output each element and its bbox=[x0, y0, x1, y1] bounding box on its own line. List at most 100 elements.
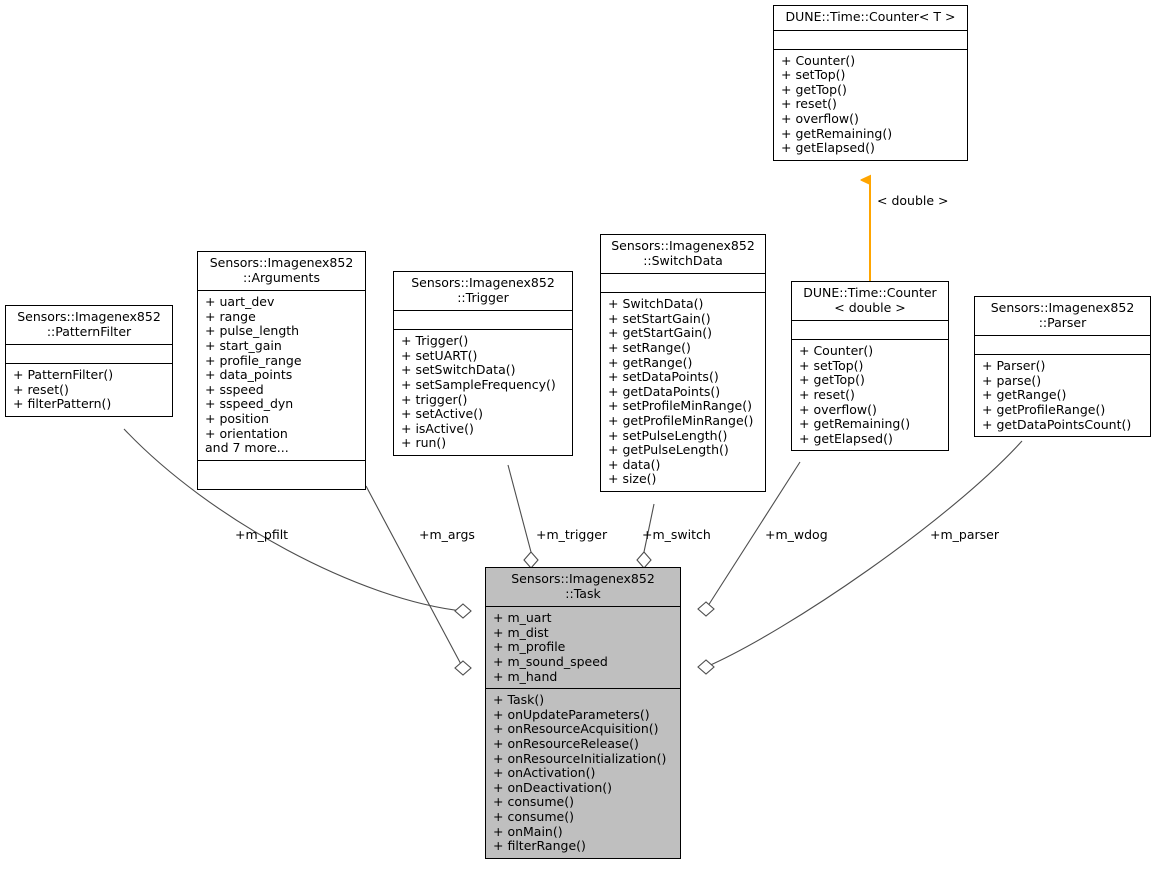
member-row: + getTop() bbox=[799, 372, 865, 388]
member-row: + consume() bbox=[493, 794, 574, 810]
edge-label-m-trigger: +m_trigger bbox=[536, 527, 608, 542]
attributes-compartment bbox=[601, 274, 765, 294]
member-row: + getRemaining() bbox=[781, 125, 893, 141]
member-row: + onMain() bbox=[493, 823, 563, 839]
edge-label-template-binding: < double > bbox=[877, 193, 949, 208]
member-row: + reset() bbox=[13, 381, 69, 397]
member-row: + reset() bbox=[781, 96, 837, 112]
member-row: + onResourceAcquisition() bbox=[493, 721, 659, 737]
methods-compartment: + Parser() + parse() + getRange() + getP… bbox=[975, 355, 1150, 436]
member-row: + trigger() bbox=[401, 391, 468, 407]
member-row: + setSwitchData() bbox=[401, 362, 516, 378]
class-box-trigger[interactable]: Sensors::Imagenex852 ::Trigger + Trigger… bbox=[393, 271, 573, 456]
member-row: + getDataPointsCount() bbox=[982, 416, 1132, 432]
member-row: + orientation bbox=[205, 425, 288, 441]
member-row: + reset() bbox=[799, 386, 855, 402]
member-row: + setProfileMinRange() bbox=[608, 398, 752, 414]
attributes-compartment: + uart_dev + range + pulse_length + star… bbox=[198, 291, 365, 461]
class-title: Sensors::Imagenex852 ::Arguments bbox=[198, 252, 365, 292]
member-row: + position bbox=[205, 410, 269, 426]
methods-compartment: + Trigger() + setUART() + setSwitchData(… bbox=[394, 330, 572, 455]
methods-compartment: + SwitchData() + setStartGain() + getSta… bbox=[601, 293, 765, 491]
member-row: + filterPattern() bbox=[13, 396, 112, 412]
member-row: + m_profile bbox=[493, 639, 566, 655]
member-row: + m_dist bbox=[493, 624, 549, 640]
class-box-arguments[interactable]: Sensors::Imagenex852 ::Arguments + uart_… bbox=[197, 251, 366, 490]
class-title: Sensors::Imagenex852 ::SwitchData bbox=[601, 235, 765, 275]
member-row: + data() bbox=[608, 456, 661, 472]
member-row: + data_points bbox=[205, 367, 293, 383]
member-row: + onActivation() bbox=[493, 765, 596, 781]
member-row: + isActive() bbox=[401, 420, 474, 436]
methods-compartment: + Task() + onUpdateParameters() + onReso… bbox=[486, 689, 680, 858]
member-row: + onDeactivation() bbox=[493, 779, 612, 795]
member-row: + getProfileMinRange() bbox=[608, 412, 754, 428]
member-row: + Parser() bbox=[982, 358, 1046, 374]
methods-compartment bbox=[198, 461, 365, 489]
class-title: DUNE::Time::Counter < double > bbox=[792, 282, 948, 322]
member-row: + setPulseLength() bbox=[608, 427, 728, 443]
class-box-switch-data[interactable]: Sensors::Imagenex852 ::SwitchData + Swit… bbox=[600, 234, 766, 492]
attributes-compartment bbox=[975, 336, 1150, 356]
attributes-compartment bbox=[6, 345, 172, 365]
class-title: Sensors::Imagenex852 ::PatternFilter bbox=[6, 306, 172, 346]
member-row: + getPulseLength() bbox=[608, 442, 729, 458]
member-row-more: and 7 more... bbox=[205, 440, 289, 456]
member-row: + getDataPoints() bbox=[608, 383, 721, 399]
member-row: + consume() bbox=[493, 808, 574, 824]
class-box-counter-template[interactable]: DUNE::Time::Counter< T > + Counter() + s… bbox=[773, 5, 968, 161]
member-row: + setDataPoints() bbox=[608, 369, 719, 385]
class-title: Sensors::Imagenex852 ::Task bbox=[486, 568, 680, 608]
edge-m-trigger bbox=[507, 464, 539, 569]
member-row: + setRange() bbox=[608, 339, 691, 355]
edge-label-m-switch: +m_switch bbox=[642, 527, 711, 542]
attributes-compartment: + m_uart + m_dist + m_profile + m_sound_… bbox=[486, 607, 680, 690]
member-row: + setStartGain() bbox=[608, 310, 711, 326]
member-row: + start_gain bbox=[205, 337, 282, 353]
member-row: + onResourceInitialization() bbox=[493, 750, 667, 766]
class-box-task[interactable]: Sensors::Imagenex852 ::Task + m_uart + m… bbox=[485, 567, 681, 859]
member-row: + size() bbox=[608, 471, 657, 487]
member-row: + getElapsed() bbox=[799, 430, 893, 446]
member-row: + overflow() bbox=[799, 401, 877, 417]
member-row: + PatternFilter() bbox=[13, 367, 114, 383]
member-row: + setTop() bbox=[799, 357, 864, 373]
member-row: + getRange() bbox=[608, 354, 693, 370]
edge-label-m-parser: +m_parser bbox=[930, 527, 999, 542]
class-box-pattern-filter[interactable]: Sensors::Imagenex852 ::PatternFilter + P… bbox=[5, 305, 173, 417]
class-box-parser[interactable]: Sensors::Imagenex852 ::Parser + Parser()… bbox=[974, 296, 1151, 438]
member-row: + Task() bbox=[493, 692, 545, 708]
class-title: Sensors::Imagenex852 ::Parser bbox=[975, 297, 1150, 337]
member-row: + filterRange() bbox=[493, 838, 586, 854]
member-row: + getTop() bbox=[781, 81, 847, 97]
member-row: + SwitchData() bbox=[608, 296, 704, 312]
member-row: + setTop() bbox=[781, 67, 846, 83]
member-row: + range bbox=[205, 308, 256, 324]
member-row: + pulse_length bbox=[205, 323, 300, 339]
member-row: + sspeed_dyn bbox=[205, 396, 294, 412]
methods-compartment: + PatternFilter() + reset() + filterPatt… bbox=[6, 364, 172, 416]
member-row: + getProfileRange() bbox=[982, 401, 1106, 417]
class-title: DUNE::Time::Counter< T > bbox=[774, 6, 967, 31]
member-row: + getRange() bbox=[982, 387, 1067, 403]
member-row: + onUpdateParameters() bbox=[493, 706, 650, 722]
member-row: + setActive() bbox=[401, 406, 483, 422]
member-row: + profile_range bbox=[205, 352, 302, 368]
class-box-counter-double[interactable]: DUNE::Time::Counter < double > + Counter… bbox=[791, 281, 949, 452]
member-row: + getRemaining() bbox=[799, 416, 911, 432]
member-row: + setSampleFrequency() bbox=[401, 376, 556, 392]
member-row: + overflow() bbox=[781, 110, 859, 126]
member-row: + Counter() bbox=[799, 343, 874, 359]
member-row: + getElapsed() bbox=[781, 140, 875, 156]
member-row: + sspeed bbox=[205, 381, 264, 397]
attributes-compartment bbox=[792, 321, 948, 341]
member-row: + m_uart bbox=[493, 610, 552, 626]
edge-m-args bbox=[365, 485, 472, 676]
member-row: + onResourceRelease() bbox=[493, 735, 639, 751]
member-row: + Trigger() bbox=[401, 333, 469, 349]
class-title: Sensors::Imagenex852 ::Trigger bbox=[394, 272, 572, 312]
member-row: + uart_dev bbox=[205, 294, 275, 310]
edge-label-m-pfilt: +m_pfilt bbox=[235, 527, 289, 542]
attributes-compartment bbox=[394, 311, 572, 331]
